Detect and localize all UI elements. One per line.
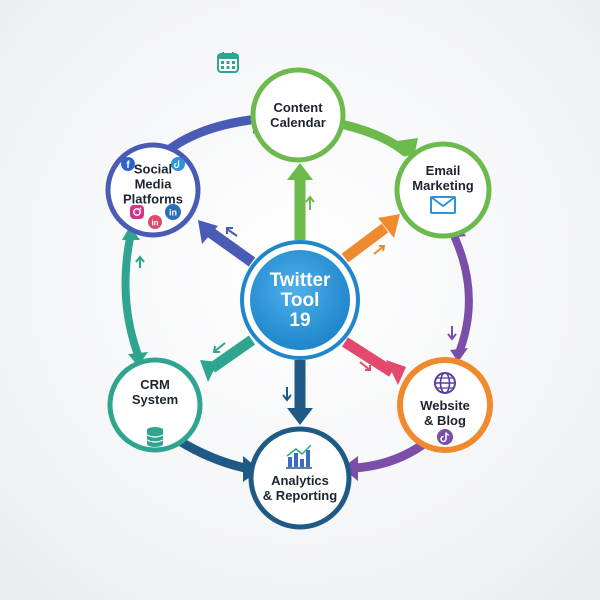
svg-text:in: in: [151, 219, 158, 228]
mini-arrow-website: [359, 361, 371, 371]
content-line-2: Calendar: [270, 115, 326, 130]
mini-arrow-social: [226, 227, 238, 237]
spoke-arrow-email: [378, 214, 400, 238]
globe-icon: [434, 372, 456, 394]
analytics-line-1: Analytics: [271, 473, 329, 488]
analytics-line-2: & Reporting: [262, 488, 338, 503]
node-crm-system[interactable]: [107, 357, 203, 453]
social-media-label: Social Media Platforms: [123, 162, 183, 207]
hub-label: Twitter Tool 19: [270, 271, 331, 331]
spoke-arrow-content: [287, 163, 313, 180]
content-calendar-label: Content Calendar: [270, 100, 326, 130]
mini-arrow-social-crm: [135, 255, 145, 268]
hub-line-3: 19: [289, 310, 311, 331]
arc-website-to-analytics: [350, 438, 430, 473]
spoke-hub-crm: [208, 335, 256, 373]
node-analytics-reporting[interactable]: [248, 426, 352, 530]
website-blog-label: Website & Blog: [420, 398, 470, 428]
arc-crm-to-analytics: [173, 435, 250, 473]
spoke-arrow-crm: [200, 360, 218, 382]
svg-text:f: f: [126, 160, 130, 171]
linkedin-icon: in: [148, 215, 162, 229]
arrowhead-crm-top: [128, 352, 148, 366]
node-content-calendar[interactable]: [250, 67, 346, 163]
crm-line-1: CRM: [140, 377, 170, 392]
node-email-marketing[interactable]: [394, 141, 492, 239]
spoke-hub-email: [341, 223, 389, 263]
email-line-2: Marketing: [412, 178, 474, 193]
instagram-icon: [130, 205, 144, 219]
crm-line-2: System: [131, 392, 179, 407]
spoke-hub-social: [206, 227, 256, 267]
analytics-reporting-label: Analytics & Reporting: [263, 473, 337, 503]
email-marketing-label: Email Marketing: [412, 163, 473, 193]
hub-line-1: Twitter: [269, 270, 331, 291]
hub-circle: [250, 250, 350, 350]
spoke-arrow-analytics: [287, 408, 313, 425]
mini-arrow-crm: [212, 342, 226, 353]
tiktok-icon: [171, 157, 185, 171]
crm-system-label: CRM System: [132, 377, 178, 407]
linkedin-icon: in: [165, 204, 181, 220]
facebook-icon: f: [121, 157, 135, 171]
arrowhead-social-bottom: [122, 226, 140, 240]
arc-social-to-crm: [121, 234, 142, 359]
mini-arrow-analytics: [282, 387, 292, 402]
arrowhead-website-bottom: [450, 348, 468, 362]
mini-arrow-email: [373, 245, 386, 255]
social-line-3: Platforms: [123, 191, 183, 207]
website-line-1: Website: [420, 398, 470, 413]
arc-content-to-email: [340, 120, 410, 157]
social-line-2: Media: [134, 176, 172, 192]
calendar-icon: [217, 52, 239, 73]
database-icon: [146, 427, 164, 447]
node-website-blog[interactable]: [397, 357, 493, 453]
mini-arrow-content: [305, 195, 315, 210]
bar-chart-icon: [286, 444, 312, 469]
envelope-icon: [430, 196, 456, 214]
hub-line-2: Tool: [280, 290, 320, 311]
content-line-1: Content: [273, 100, 323, 115]
spoke-arrow-social: [198, 220, 218, 244]
spoke-arrow-website: [386, 360, 406, 385]
website-line-2: & Blog: [424, 413, 466, 428]
svg-text:in: in: [169, 208, 177, 218]
tiktok-icon: [437, 429, 453, 445]
social-line-1: Social: [133, 161, 173, 177]
arc-email-to-website: [451, 234, 473, 354]
spoke-hub-website: [342, 337, 395, 377]
mini-arrow-email-website: [447, 326, 457, 341]
email-line-1: Email: [425, 163, 461, 178]
